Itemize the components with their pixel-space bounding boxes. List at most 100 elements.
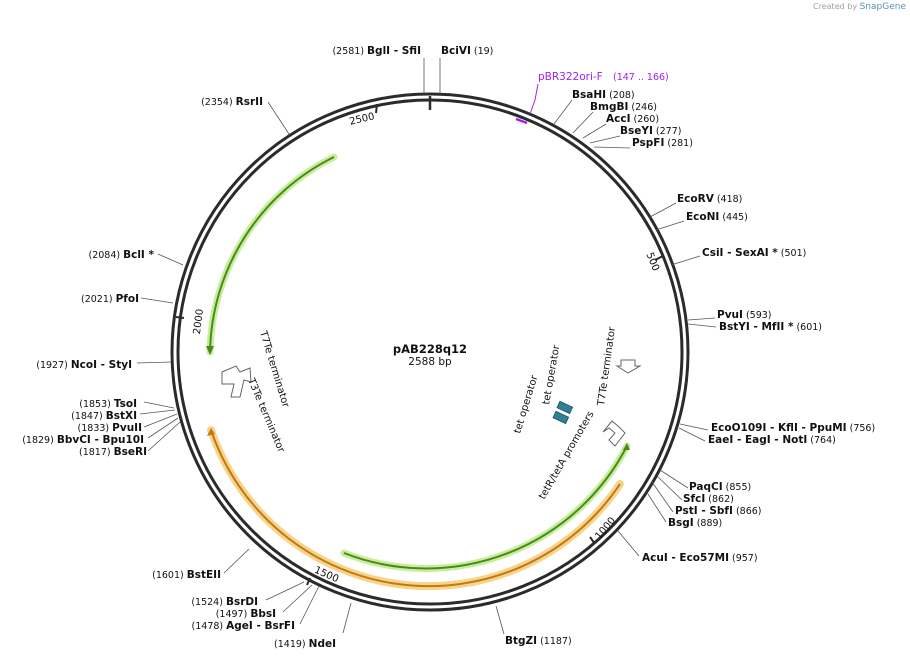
site-position: (19) xyxy=(471,46,494,57)
tick-1000: 1000 xyxy=(593,515,618,542)
backbone xyxy=(170,92,690,612)
site-label: BsgI (889) xyxy=(668,517,722,529)
site-position: (208) xyxy=(606,90,635,101)
site-position: (445) xyxy=(719,212,748,223)
site-label: AcuI - Eco57MI (957) xyxy=(642,552,758,564)
site-isoschizomer: - NotI xyxy=(771,434,808,446)
site-position: (418) xyxy=(714,194,743,205)
site-label: (1601) BstEII xyxy=(152,569,221,581)
site-label: (2354) RsrII xyxy=(201,96,263,108)
site-enzyme-name: BglI xyxy=(367,45,390,57)
site-enzyme-name: BmgBI xyxy=(590,101,628,113)
site-position: (1478) xyxy=(192,621,227,632)
site-position: (2084) xyxy=(89,250,124,261)
site-label: (1927) NcoI - StyI xyxy=(36,359,132,371)
site-label: BstYI - MfII * (601) xyxy=(719,321,822,333)
site-label: BsaHI (208) xyxy=(572,89,635,101)
site-label: BmgBI (246) xyxy=(590,101,657,113)
site-label: (1833) PvuII xyxy=(78,422,142,434)
site-isoschizomer: - SbfI xyxy=(698,505,733,517)
site-enzyme-name: RsrII xyxy=(236,96,263,108)
promoter-glyph-right xyxy=(602,420,626,447)
site-label: (2581) BglI - SfiI xyxy=(332,45,421,57)
site-label: (1419) NdeI xyxy=(274,638,336,650)
green-feature-arrow-bottom xyxy=(340,442,631,572)
site-enzyme-name: AccI xyxy=(606,113,630,125)
site-enzyme-name: SfcI xyxy=(683,493,705,505)
site-label: EcoRV (418) xyxy=(677,193,742,205)
site-label: AccI (260) xyxy=(606,113,659,125)
site-enzyme-name: BsaHI xyxy=(572,89,606,101)
site-label: BtgZI (1187) xyxy=(505,635,572,647)
site-position: (1927) xyxy=(36,360,71,371)
site-enzyme-name: AgeI xyxy=(226,620,253,632)
site-enzyme-name: BsgI xyxy=(668,517,694,529)
site-position: (2581) xyxy=(332,46,367,57)
site-position: (756) xyxy=(847,423,876,434)
site-position: (1419) xyxy=(274,639,309,650)
site-enzyme-name: PvuI xyxy=(717,309,743,321)
site-position: (277) xyxy=(653,126,682,137)
tick-2000: 2000 xyxy=(192,308,206,335)
site-position: (764) xyxy=(807,435,836,446)
primer-range: (147 .. 166) xyxy=(613,72,669,83)
site-enzyme-name: BbvCI xyxy=(57,434,91,446)
site-isoschizomer: - PpuMI xyxy=(798,422,847,434)
site-label: (1497) BbsI xyxy=(216,608,276,620)
site-enzyme-name: NcoI xyxy=(71,359,97,371)
site-label: (1829) BbvCI - Bpu10I xyxy=(22,434,144,446)
terminator-glyph-right xyxy=(615,359,642,374)
site-enzyme-name: BsrDI xyxy=(226,596,258,608)
site-enzyme-name: BciVI xyxy=(441,45,471,57)
site-isoschizomer: - EagI xyxy=(733,434,770,446)
orange-feature-arrow xyxy=(207,426,624,591)
site-enzyme-name: TsoI xyxy=(114,398,137,410)
site-position: (957) xyxy=(729,553,758,564)
site-position: (1524) xyxy=(191,597,226,608)
site-label: CsiI - SexAI * (501) xyxy=(702,247,806,259)
site-isoschizomer: - SfiI xyxy=(390,45,421,57)
primer-pBR322ori-F: pBR322ori-F (147 .. 166) xyxy=(515,71,669,125)
site-isoschizomer: - KflI xyxy=(766,422,798,434)
site-isoschizomer: - Bpu10I xyxy=(91,434,144,446)
site-isoschizomer: - MfII * xyxy=(750,321,794,333)
site-label: BseYI (277) xyxy=(620,125,681,137)
site-enzyme-name: BseRI xyxy=(114,446,147,458)
site-enzyme-name: BstEII xyxy=(187,569,221,581)
plasmid-name: pAB228q12 xyxy=(393,342,467,356)
credit-text: Created by xyxy=(813,2,858,11)
site-position: (1497) xyxy=(216,609,251,620)
site-position: (1853) xyxy=(79,399,114,410)
site-position: (2021) xyxy=(81,294,116,305)
site-position: (2354) xyxy=(201,97,236,108)
site-isoschizomer: - StyI xyxy=(97,359,132,371)
site-label: PstI - SbfI (866) xyxy=(675,505,762,517)
site-enzyme-name: PspFI xyxy=(632,137,664,149)
feature-tet-operator-2: tet operator xyxy=(541,343,562,405)
site-enzyme-name: PaqCI xyxy=(689,481,723,493)
site-position: (593) xyxy=(743,310,772,321)
site-label: PvuI (593) xyxy=(717,309,772,321)
plasmid-size: 2588 bp xyxy=(408,356,452,368)
site-position: (1187) xyxy=(537,636,572,647)
site-enzyme-name: EcoO109I xyxy=(711,422,766,434)
site-leaders xyxy=(136,58,717,635)
site-position: (862) xyxy=(705,494,734,505)
site-position: (1817) xyxy=(79,447,114,458)
site-position: (260) xyxy=(630,114,659,125)
site-enzyme-name: NdeI xyxy=(309,638,336,650)
site-position: (1833) xyxy=(78,423,113,434)
site-enzyme-name: BstYI xyxy=(719,321,750,333)
site-position: (246) xyxy=(628,102,657,113)
green-feature-arrow-left xyxy=(206,153,338,356)
site-enzyme-name: PvuII xyxy=(112,422,142,434)
site-enzyme-name: EcoNI xyxy=(686,211,719,223)
tick-500: 500 xyxy=(643,251,661,273)
feature-t7te-terminator-right: T7Te terminator xyxy=(596,325,618,407)
site-enzyme-name: PfoI xyxy=(116,293,139,305)
site-label: PaqCI (855) xyxy=(689,481,751,493)
site-position: (281) xyxy=(664,138,693,149)
site-isoschizomer: - BsrFI xyxy=(253,620,295,632)
site-label: (2084) BclI * xyxy=(89,249,155,261)
site-position: (601) xyxy=(793,322,822,333)
